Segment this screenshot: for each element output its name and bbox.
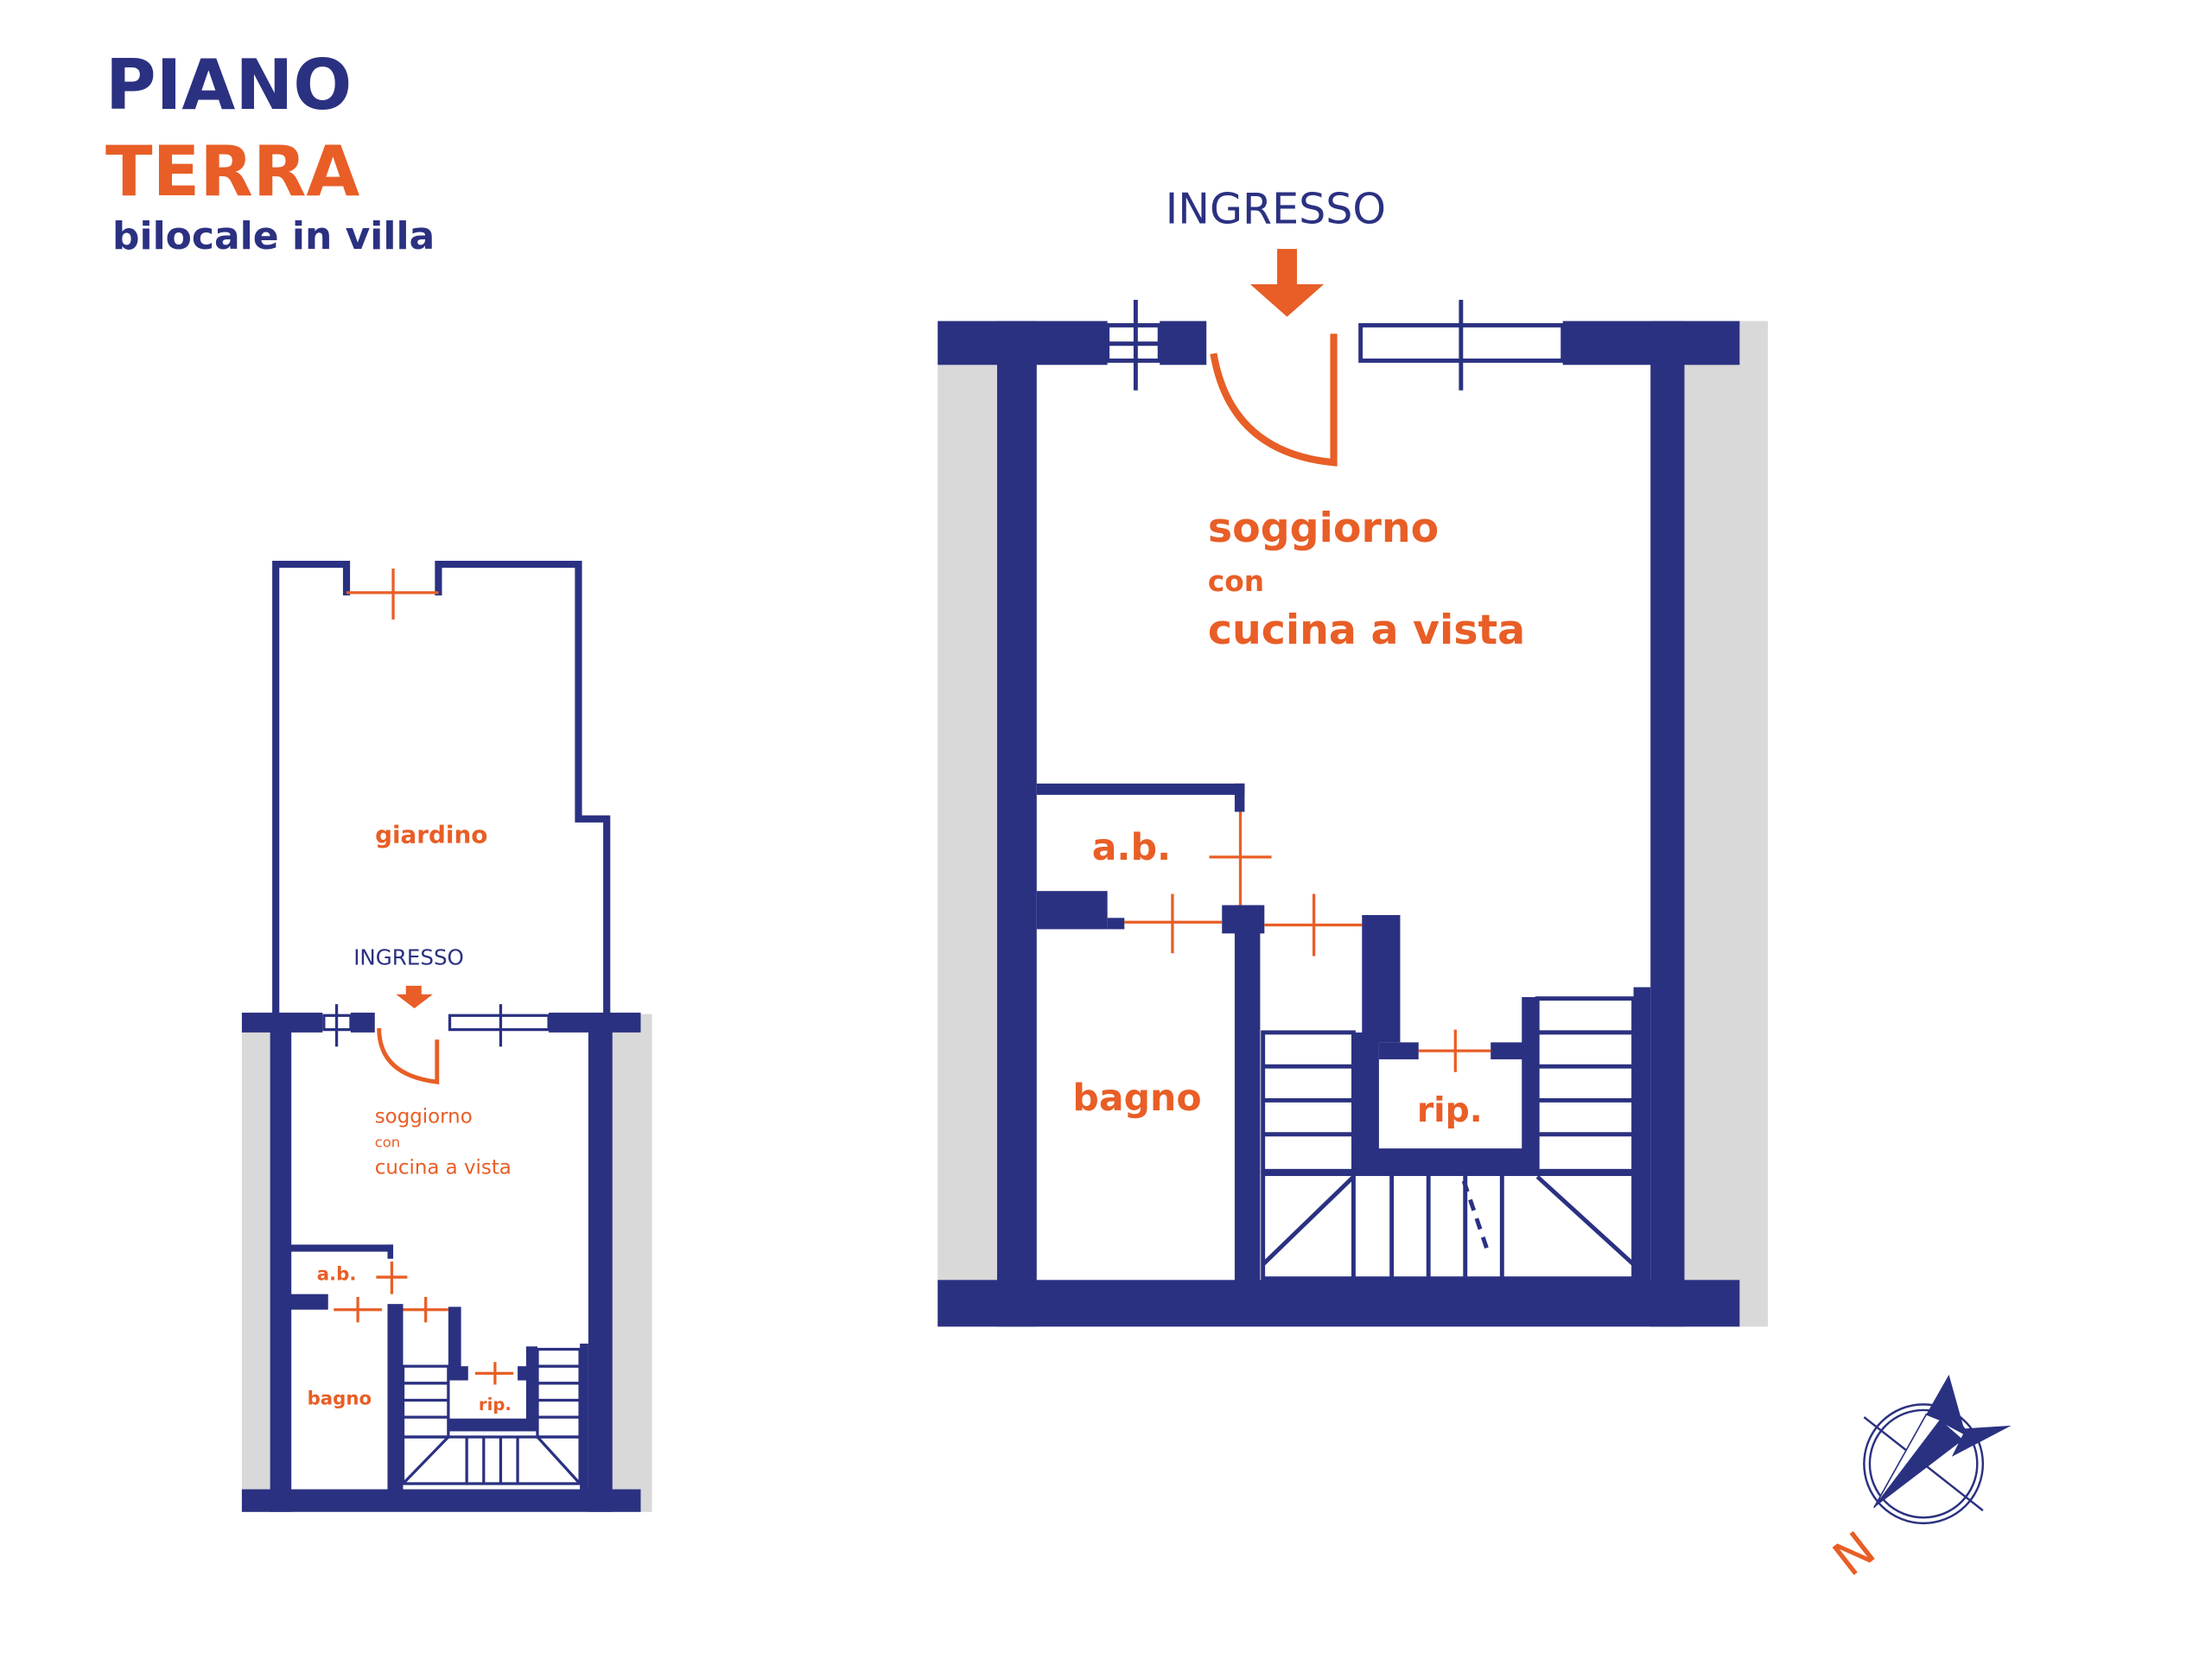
large-floor-plan: INGRESSO soggiorno con cucina a vista a.… [938,184,1769,1327]
large-label-bathroom: bagno [1072,1077,1201,1120]
large-label-living-1: soggiorno [1208,505,1439,552]
compass-rose-icon [1863,1374,2012,1525]
small-left-shade [241,1031,273,1512]
large-window-left-icon [1105,300,1162,391]
large-stairs-icon [1261,996,1636,1281]
large-interior-doors-icon [1124,811,1491,1072]
large-window-right-icon [1358,300,1566,391]
small-right-shade [611,1014,652,1512]
small-entrance-arrow-icon [396,985,433,1009]
large-label-living-2: con [1208,565,1264,598]
large-label-entrance: INGRESSO [1166,184,1386,234]
small-floor-plan: giardino INGRESSO soggiorno con cucina a… [241,561,652,1512]
large-walls [938,321,1740,1327]
small-label-garden: giardino [375,821,487,849]
small-label-storage: rip. [479,1395,512,1414]
small-window-right-icon [448,1004,550,1047]
small-label-closet: a.b. [317,1263,357,1285]
small-label-bathroom: bagno [308,1388,372,1409]
large-entrance-door-icon [1210,334,1338,467]
plan-title-line2: TERRA [105,131,360,212]
garden-gate-icon [346,569,439,620]
garden-outline [272,561,611,1013]
large-label-storage: rip. [1417,1091,1483,1130]
small-entrance-door-icon [377,1027,440,1084]
compass-north-label: N [1823,1521,1886,1587]
large-entrance-arrow-icon [1249,249,1325,317]
small-window-left-icon [322,1004,353,1047]
large-label-living-3: cucina a vista [1208,607,1525,654]
small-stairs-icon [401,1347,582,1485]
small-label-living-3: cucina a vista [375,1157,512,1179]
small-label-living-1: soggiorno [375,1106,473,1128]
small-interior-doors-icon [334,1262,514,1385]
small-label-entrance: INGRESSO [353,944,464,969]
plan-title-line1: PIANO [105,45,353,125]
large-left-shade [938,365,997,1327]
small-walls [241,1012,641,1512]
plan-subtitle: bilocale in villa [112,214,435,258]
large-label-closet: a.b. [1092,827,1171,869]
small-label-living-2: con [375,1134,400,1150]
large-right-shade [1682,321,1769,1327]
